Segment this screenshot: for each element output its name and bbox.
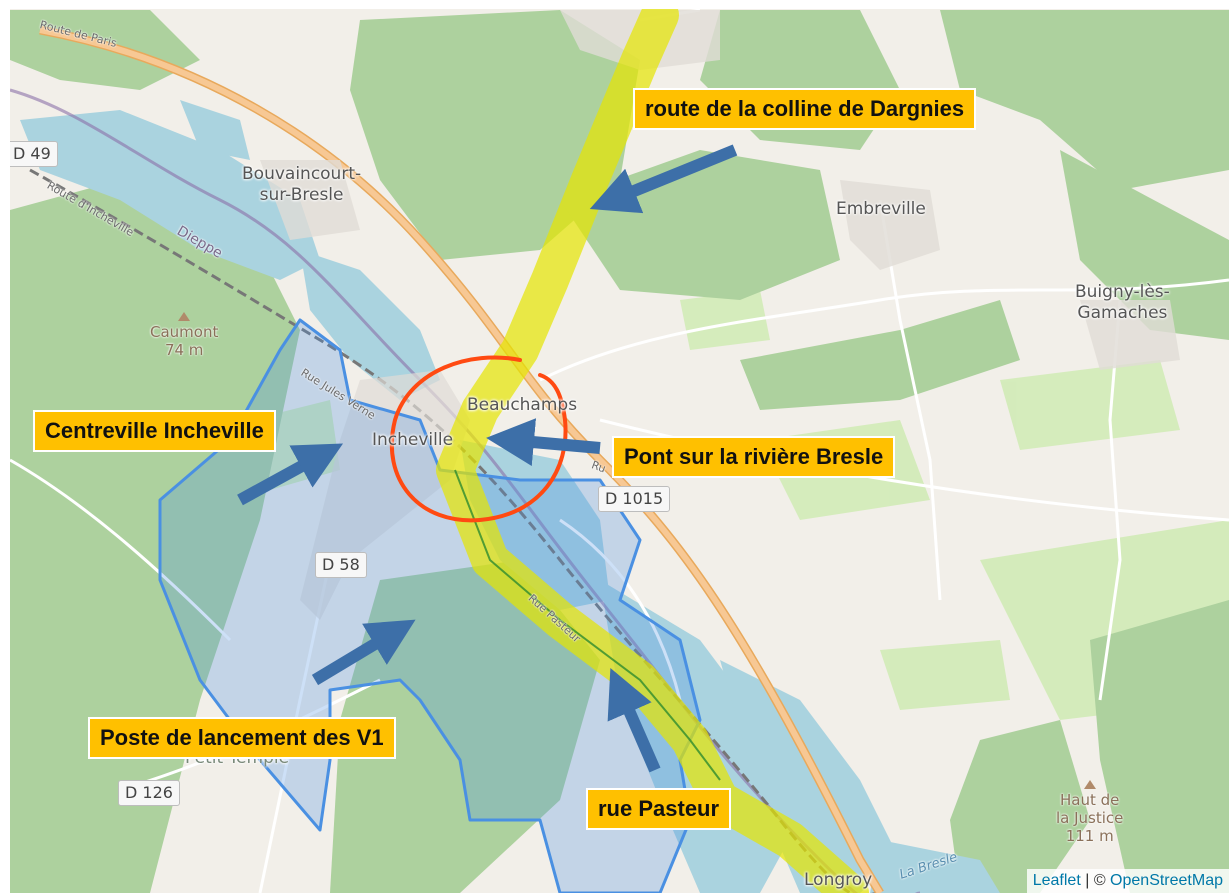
minor-roads [9,8,1229,893]
road-shield-d1015: D 1015 [598,486,671,512]
place-incheville: Incheville [372,430,454,450]
place-embreville: Embreville [836,199,926,219]
bridge-circle [389,355,568,523]
callout-pont: Pont sur la rivière Bresle [614,438,894,476]
callout-dargnies: route de la colline de Dargnies [635,90,975,128]
map-attribution: Leaflet | © OpenStreetMap [1026,869,1229,893]
rue-pasteur-line [454,469,721,781]
osm-link[interactable]: OpenStreetMap [1110,872,1223,889]
buigny-built-area [1080,300,1180,370]
bouvaincourt-built-area [260,160,360,240]
callout-pasteur: rue Pasteur [588,790,730,828]
arrows [237,144,738,773]
place-longroy: Longroy [804,870,873,890]
peak-triangle-icon [1083,780,1096,789]
peak-haut-justice: Haut de la Justice 111 m [1056,780,1123,845]
frame-left-border [0,0,10,893]
road-shield-d58: D 58 [315,552,367,578]
place-beauchamps: Beauchamps [467,395,578,415]
peak-triangle-icon [178,312,191,321]
railway [29,168,880,893]
road-shield-d49: D 49 [6,141,58,167]
place-buigny: Buigny-lès- Gamaches [1075,282,1170,323]
embreville-built-area [840,180,940,270]
callout-poste: Poste de lancement des V1 [90,719,394,757]
leaflet-link[interactable]: Leaflet [1032,872,1081,889]
arrow-pont [486,418,601,467]
arrow-dargnies [589,144,738,214]
attribution-separator: | © [1080,872,1111,889]
peak-haut-justice-label: Haut de la Justice 111 m [1056,791,1124,845]
place-bouvaincourt: Bouvaincourt- sur-Bresle [242,164,362,205]
arrow-poste [311,619,416,686]
callout-centreville: Centreville Incheville [35,412,274,450]
arrow-pasteur [607,668,661,773]
arrow-centreville [237,443,344,506]
frame-top-border [0,0,1229,9]
peak-caumont: Caumont 74 m [150,312,218,359]
peak-caumont-label: Caumont 74 m [150,323,219,359]
road-shield-d126: D 126 [118,780,180,806]
